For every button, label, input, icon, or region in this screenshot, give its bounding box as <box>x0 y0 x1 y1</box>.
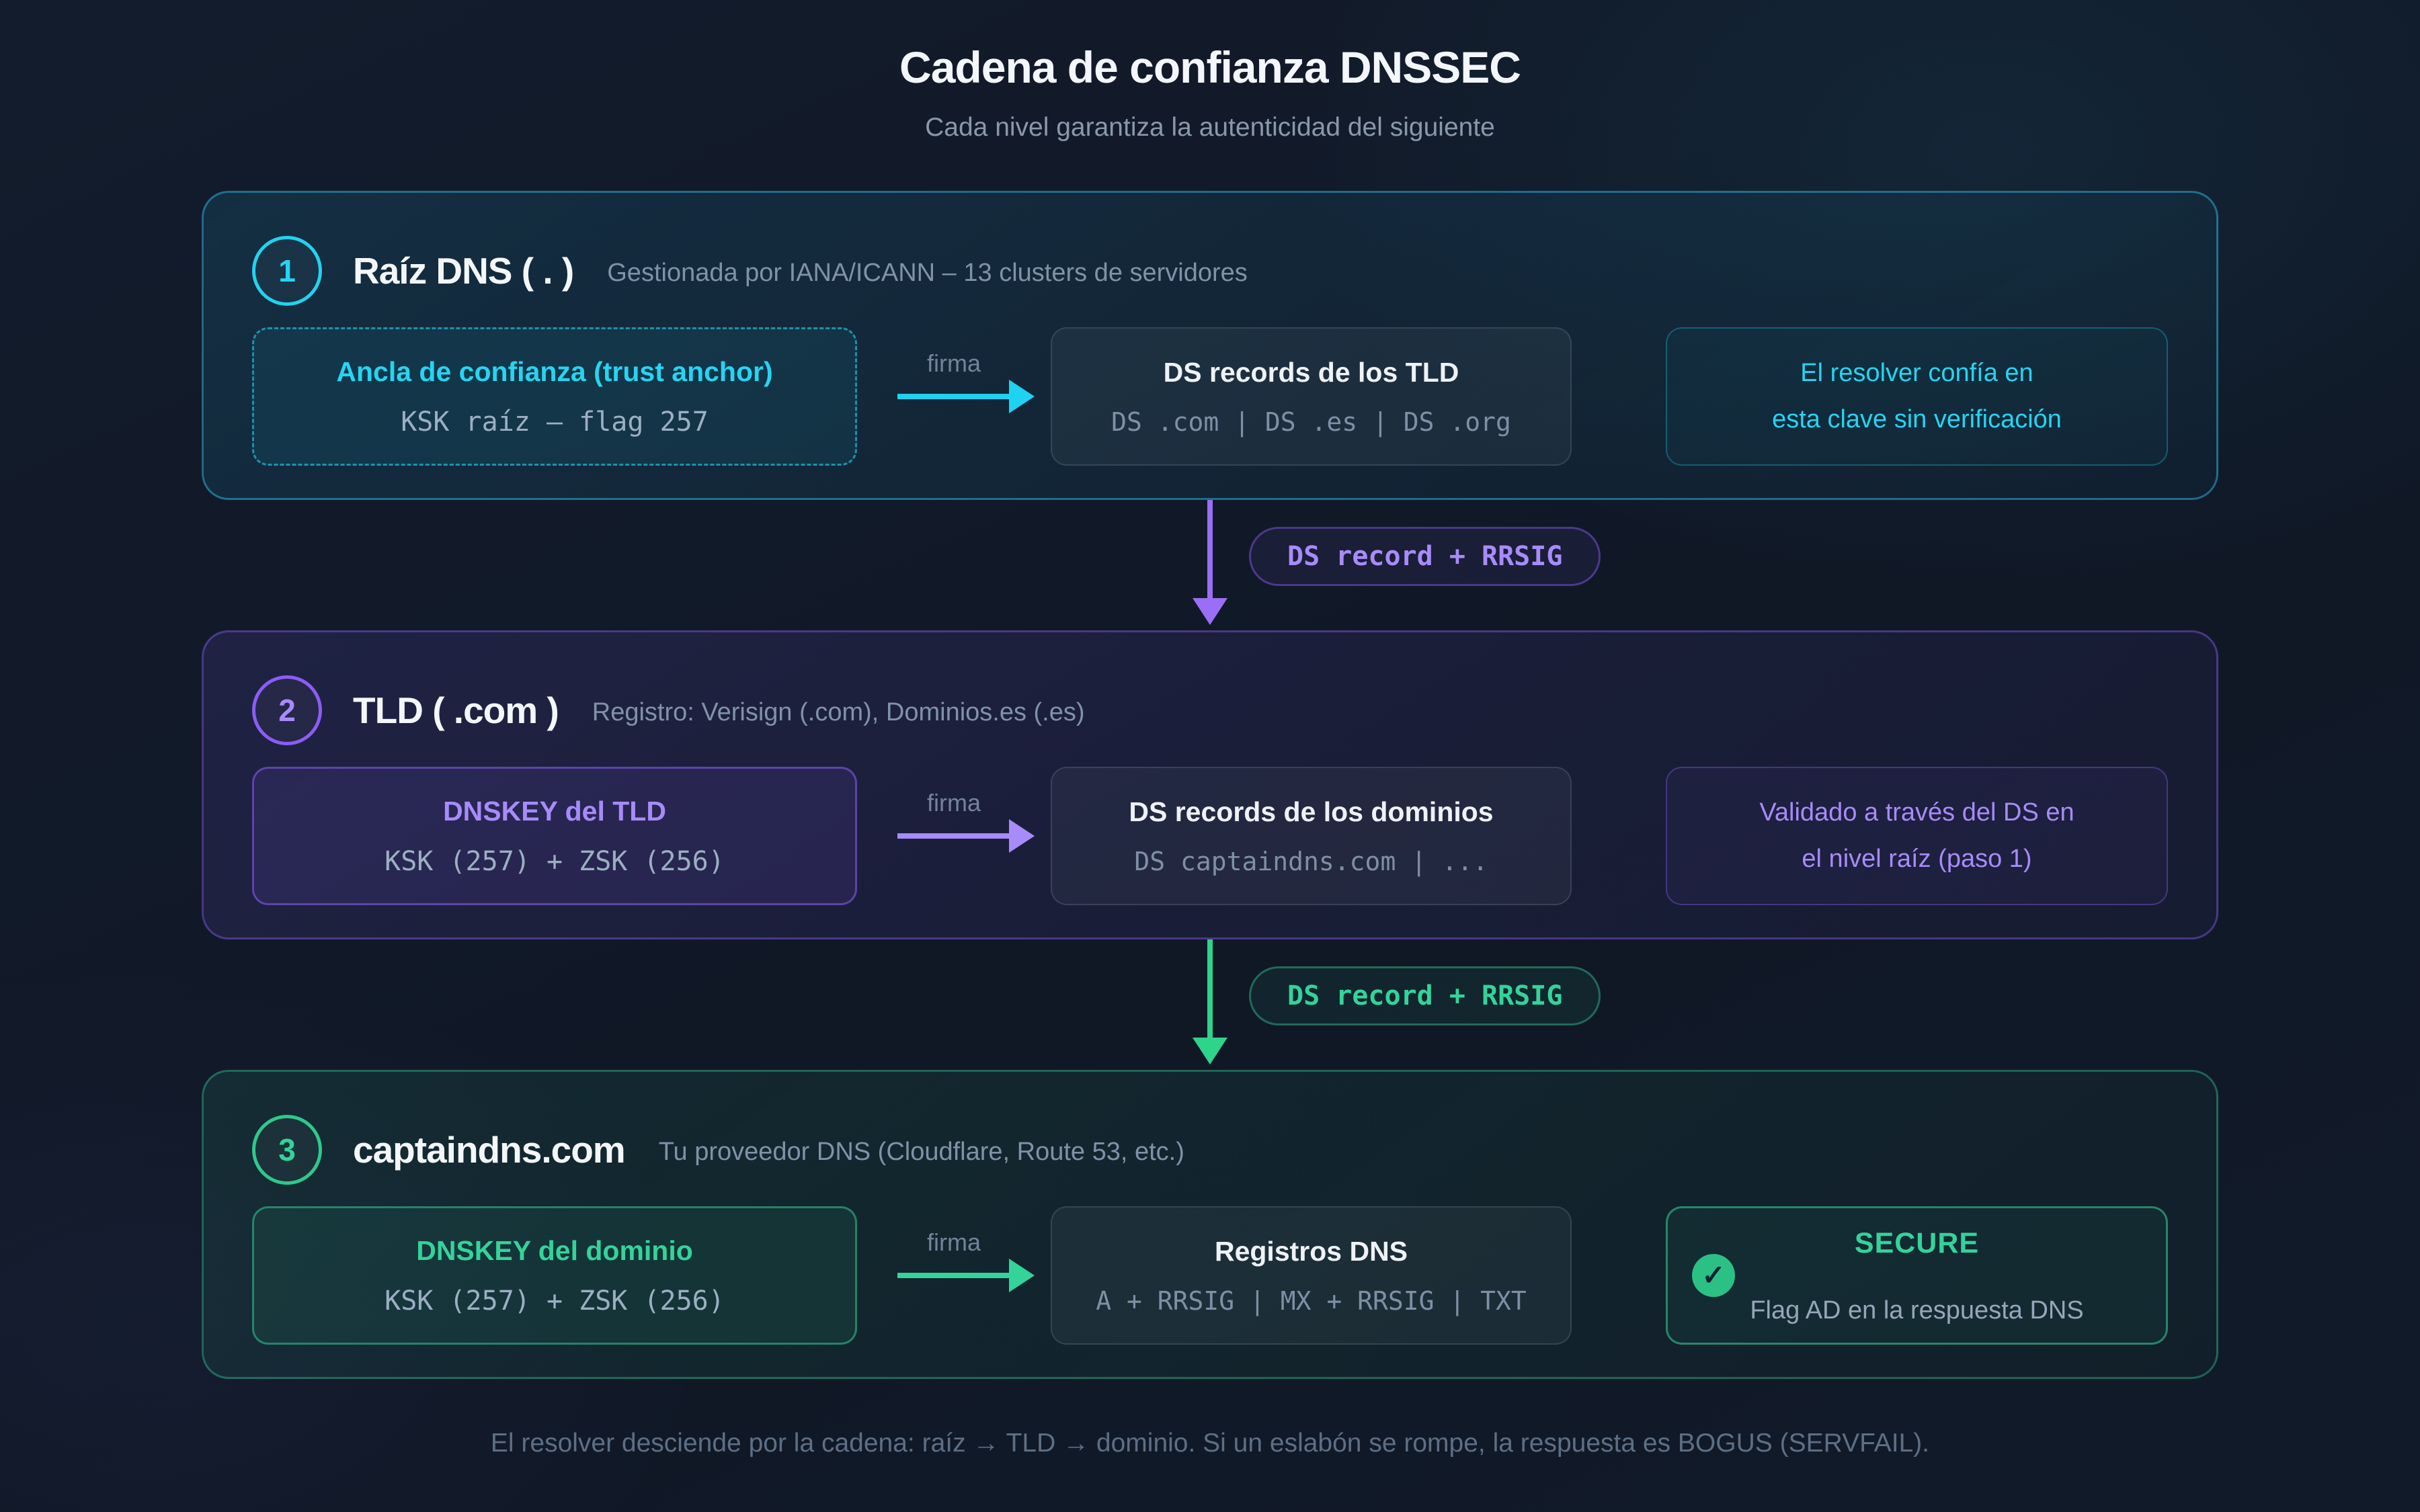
tld-ds-records-subtitle: DS .com | DS .es | DS .org <box>1111 407 1511 437</box>
page-subtitle: Cada nivel garantiza la autenticidad del… <box>925 113 1495 142</box>
level-root-title: Raíz DNS ( . ) <box>353 250 574 292</box>
level-domain-panel: 3 captaindns.com Tu proveedor DNS (Cloud… <box>202 1070 2218 1379</box>
spacer <box>1572 1206 1666 1345</box>
level-root-panel: 1 Raíz DNS ( . ) Gestionada por IANA/ICA… <box>202 191 2218 500</box>
signs-arrow-label: firma <box>927 349 981 377</box>
domain-ds-records-subtitle: DS captaindns.com | ... <box>1134 846 1488 876</box>
signs-arrow-cell: firma <box>857 1206 1051 1345</box>
page-title: Cadena de confianza DNSSEC <box>899 42 1521 92</box>
dns-records-box: Registros DNS A + RRSIG | MX + RRSIG | T… <box>1051 1206 1572 1345</box>
tld-dnskey-title: DNSKEY del TLD <box>443 795 666 827</box>
spacer <box>1572 327 1666 466</box>
level-tld-note: Registro: Verisign (.com), Dominios.es (… <box>592 698 1085 726</box>
domain-ds-records-box: DS records de los dominios DS captaindns… <box>1051 767 1572 905</box>
domain-dnskey-box: DNSKEY del dominio KSK (257) + ZSK (256) <box>252 1206 857 1345</box>
dns-records-subtitle: A + RRSIG | MX + RRSIG | TXT <box>1096 1286 1527 1316</box>
tld-dnskey-subtitle: KSK (257) + ZSK (256) <box>385 845 725 877</box>
check-icon: ✓ <box>1692 1254 1735 1297</box>
level-root-note: Gestionada por IANA/ICANN – 13 clusters … <box>607 258 1248 287</box>
spacer <box>1572 767 1666 905</box>
signs-arrow-icon <box>897 394 1010 399</box>
level-tld-title: TLD ( .com ) <box>353 689 559 731</box>
secure-status-subtitle: Flag AD en la respuesta DNS <box>1750 1296 2084 1325</box>
diagram-stage: 1 Raíz DNS ( . ) Gestionada por IANA/ICA… <box>202 191 2218 1379</box>
level-root-row: Ancla de confianza (trust anchor) KSK ra… <box>252 327 2168 466</box>
dns-records-title: Registros DNS <box>1214 1235 1408 1267</box>
tld-ds-records-title: DS records de los TLD <box>1163 356 1459 388</box>
down-arrow-icon <box>1207 939 1213 1039</box>
root-to-tld-connector: DS record + RRSIG <box>202 500 2218 630</box>
domain-dnskey-title: DNSKEY del dominio <box>416 1234 693 1266</box>
secure-status-title: SECURE <box>1854 1227 1980 1260</box>
signs-arrow-label: firma <box>927 789 981 816</box>
root-note-box: El resolver confía en esta clave sin ver… <box>1666 327 2168 466</box>
signs-arrow-label: firma <box>927 1228 981 1256</box>
domain-dnskey-subtitle: KSK (257) + ZSK (256) <box>385 1285 725 1316</box>
tld-to-domain-connector: DS record + RRSIG <box>202 939 2218 1070</box>
footer-note: El resolver desciende por la cadena: raí… <box>490 1429 1930 1458</box>
level-tld-row: DNSKEY del TLD KSK (257) + ZSK (256) fir… <box>252 767 2168 905</box>
ds-rrsig-badge: DS record + RRSIG <box>1249 966 1601 1025</box>
trust-anchor-box: Ancla de confianza (trust anchor) KSK ra… <box>252 327 857 466</box>
level-domain-note: Tu proveedor DNS (Cloudflare, Route 53, … <box>658 1137 1184 1166</box>
secure-status-box: ✓ SECURE Flag AD en la respuesta DNS <box>1666 1206 2168 1345</box>
root-note-line1: El resolver confía en <box>1800 358 2033 387</box>
tld-ds-records-box: DS records de los TLD DS .com | DS .es |… <box>1051 327 1572 466</box>
signs-arrow-icon <box>897 833 1010 839</box>
level-number-badge: 1 <box>252 236 322 306</box>
ds-rrsig-badge: DS record + RRSIG <box>1249 527 1601 586</box>
signs-arrow-icon <box>897 1273 1010 1278</box>
signs-arrow-cell: firma <box>857 767 1051 905</box>
signs-arrow-cell: firma <box>857 327 1051 466</box>
level-tld-panel: 2 TLD ( .com ) Registro: Verisign (.com)… <box>202 630 2218 939</box>
level-domain-row: DNSKEY del dominio KSK (257) + ZSK (256)… <box>252 1206 2168 1345</box>
down-arrow-icon <box>1207 500 1213 599</box>
tld-dnskey-box: DNSKEY del TLD KSK (257) + ZSK (256) <box>252 767 857 905</box>
domain-ds-records-title: DS records de los dominios <box>1129 796 1494 827</box>
trust-anchor-subtitle: KSK raíz – flag 257 <box>401 406 709 437</box>
level-domain-title: captaindns.com <box>353 1129 626 1171</box>
tld-note-box: Validado a través del DS en el nivel raí… <box>1666 767 2168 905</box>
level-domain-header: 3 captaindns.com Tu proveedor DNS (Cloud… <box>252 1072 2168 1185</box>
trust-anchor-title: Ancla de confianza (trust anchor) <box>336 355 773 387</box>
root-note-line2: esta clave sin verificación <box>1772 405 2062 433</box>
tld-note-line1: Validado a través del DS en <box>1759 798 2074 827</box>
level-root-header: 1 Raíz DNS ( . ) Gestionada por IANA/ICA… <box>252 193 2168 306</box>
level-tld-header: 2 TLD ( .com ) Registro: Verisign (.com)… <box>252 632 2168 745</box>
tld-note-line2: el nivel raíz (paso 1) <box>1802 845 2032 873</box>
level-number-badge: 2 <box>252 675 322 745</box>
level-number-badge: 3 <box>252 1115 322 1185</box>
